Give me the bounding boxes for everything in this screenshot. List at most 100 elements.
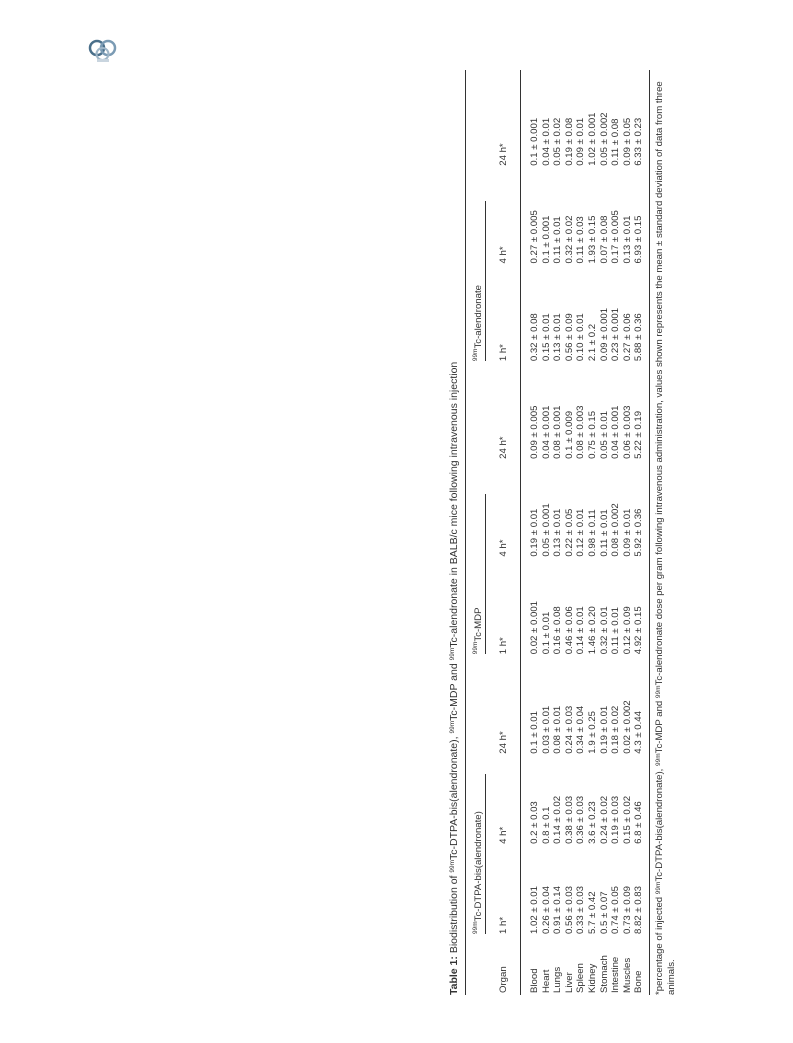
value-cell: 0.56 ± 0.09 <box>563 313 575 362</box>
value-cell: 3.6 ± 0.23 <box>586 801 598 844</box>
time-header: 1 h* <box>486 845 521 936</box>
group-header-row: 99mTc-DTPA-bis(alendronate) 99mTc-MDP 99… <box>466 70 486 995</box>
time-header-row: Organ 1 h* 4 h* 24 h* 1 h* 4 h* 24 h* 1 … <box>486 70 521 995</box>
value-cell: 0.8 ± 0.1 <box>540 806 552 844</box>
value-cell: 0.14 ± 0.01 <box>575 606 587 655</box>
time-header: 24 h* <box>486 656 521 756</box>
organ-cell: Heart <box>540 969 552 993</box>
value-cell: 0.05 ± 0.001 <box>540 503 552 557</box>
table-footnote: *percentage of injected 99mTc-DTPA-bis(a… <box>653 81 677 995</box>
value-cell: 1.02 ± 0.01 <box>529 886 540 934</box>
value-cell: 0.33 ± 0.03 <box>575 886 587 934</box>
value-cell: 0.5 ± 0.07 <box>598 891 610 934</box>
value-cell: 0.36 ± 0.03 <box>575 795 587 844</box>
value-cell: 5.7 ± 0.42 <box>586 891 598 934</box>
value-cell: 0.02 ± 0.001 <box>529 601 540 655</box>
time-header: 1 h* <box>486 558 521 657</box>
value-cell: 0.2 ± 0.03 <box>529 801 540 844</box>
biodistribution-table: 99mTc-DTPA-bis(alendronate) 99mTc-MDP 99… <box>465 70 650 995</box>
value-cell: 0.05 ± 0.002 <box>598 112 610 166</box>
value-cell: 5.92 ± 0.36 <box>633 508 645 557</box>
table-row: Blood 1.02 ± 0.01 0.2 ± 0.03 0.1 ± 0.01 0.02… <box>521 70 541 995</box>
value-cell: 4.3 ± 0.44 <box>633 711 645 754</box>
value-cell: 0.03 ± 0.01 <box>540 705 552 754</box>
time-header: 24 h* <box>486 363 521 461</box>
value-cell: 0.08 ± 0.001 <box>552 405 564 459</box>
value-cell: 0.13 ± 0.01 <box>552 508 564 557</box>
value-cell: 0.1 ± 0.001 <box>540 215 552 264</box>
time-header: 24 h* <box>486 70 521 168</box>
group-header-mdp: 99mTc-MDP <box>466 363 486 656</box>
value-cell: 0.27 ± 0.005 <box>529 210 540 264</box>
value-cell: 0.05 ± 0.02 <box>552 117 564 166</box>
value-cell: 0.1 ± 0.01 <box>540 611 552 655</box>
value-cell: 0.24 ± 0.02 <box>598 795 610 844</box>
value-cell: 0.98 ± 0.11 <box>586 509 598 557</box>
value-cell: 0.07 ± 0.08 <box>598 215 610 264</box>
value-cell: 0.23 ± 0.001 <box>610 307 622 362</box>
value-cell: 0.12 ± 0.09 <box>621 606 633 655</box>
organ-cell: Liver <box>563 972 575 993</box>
value-cell: 0.34 ± 0.04 <box>575 705 587 754</box>
value-cell: 0.1 ± 0.01 <box>529 711 540 754</box>
value-cell: 0.38 ± 0.03 <box>563 795 575 844</box>
value-cell: 0.19 ± 0.08 <box>563 117 575 166</box>
organ-cell: Kidney <box>586 963 598 993</box>
value-cell: 0.06 ± 0.003 <box>621 405 633 459</box>
value-cell: 0.09 ± 0.05 <box>621 117 633 166</box>
value-cell: 0.08 ± 0.003 <box>575 405 587 459</box>
value-cell: 0.10 ± 0.01 <box>575 313 587 362</box>
value-cell: 0.22 ± 0.05 <box>563 508 575 557</box>
value-cell: 0.15 ± 0.01 <box>540 313 552 362</box>
value-cell: 0.04 ± 0.01 <box>540 117 552 166</box>
value-cell: 4.92 ± 0.15 <box>633 606 645 655</box>
value-cell: 0.04 ± 0.001 <box>540 405 552 459</box>
value-cell: 0.32 ± 0.08 <box>529 313 540 362</box>
time-header: 1 h* <box>486 265 521 364</box>
value-cell: 0.74 ± 0.05 <box>610 886 622 934</box>
value-cell: 0.26 ± 0.04 <box>540 886 552 934</box>
value-cell: 0.15 ± 0.02 <box>621 795 633 844</box>
value-cell: 1.93 ± 0.15 <box>586 215 598 264</box>
table-caption: Table 1: Biodistribution of 99mTc-DTPA-b… <box>448 361 460 995</box>
value-cell: 6.33 ± 0.23 <box>633 117 645 166</box>
value-cell: 0.17 ± 0.005 <box>610 210 622 264</box>
journal-logo-icon <box>88 39 117 62</box>
organ-cell: Blood <box>529 968 540 993</box>
value-cell: 8.82 ± 0.83 <box>633 886 645 934</box>
value-cell: 0.04 ± 0.001 <box>610 405 622 459</box>
value-cell: 0.09 ± 0.01 <box>621 508 633 557</box>
value-cell: 0.08 ± 0.01 <box>552 705 564 754</box>
value-cell: 0.19 ± 0.03 <box>610 795 622 844</box>
value-cell: 0.13 ± 0.01 <box>552 313 564 362</box>
value-cell: 0.02 ± 0.002 <box>621 700 633 754</box>
value-cell: 0.11 ± 0.01 <box>552 216 564 264</box>
value-cell: 0.32 ± 0.02 <box>563 215 575 264</box>
table-row: Liver 0.56 ± 0.03 0.38 ± 0.03 0.24 ± 0.03 0.… <box>564 70 576 995</box>
organ-header: Organ <box>486 936 521 995</box>
caption-label: Table 1: <box>448 956 460 995</box>
value-cell: 0.24 ± 0.03 <box>563 705 575 754</box>
group-header-dtpa: 99mTc-DTPA-bis(alendronate) <box>466 656 486 936</box>
value-cell: 0.12 ± 0.01 <box>575 508 587 557</box>
value-cell: 0.05 ± 0.01 <box>598 410 610 459</box>
value-cell: 0.19 ± 0.01 <box>529 508 540 557</box>
value-cell: 0.46 ± 0.06 <box>563 606 575 655</box>
rotated-table-container: Table 1: Biodistribution of 99mTc-DTPA-b… <box>445 70 685 995</box>
value-cell: 0.1 ± 0.001 <box>529 117 540 166</box>
value-cell: 0.14 ± 0.02 <box>552 795 564 844</box>
time-header: 4 h* <box>486 167 521 266</box>
value-cell: 0.1 ± 0.009 <box>563 410 575 459</box>
value-cell: 0.32 ± 0.01 <box>598 606 610 655</box>
value-cell: 0.56 ± 0.03 <box>563 886 575 934</box>
value-cell: 0.27 ± 0.06 <box>621 313 633 362</box>
value-cell: 5.88 ± 0.36 <box>633 313 645 362</box>
